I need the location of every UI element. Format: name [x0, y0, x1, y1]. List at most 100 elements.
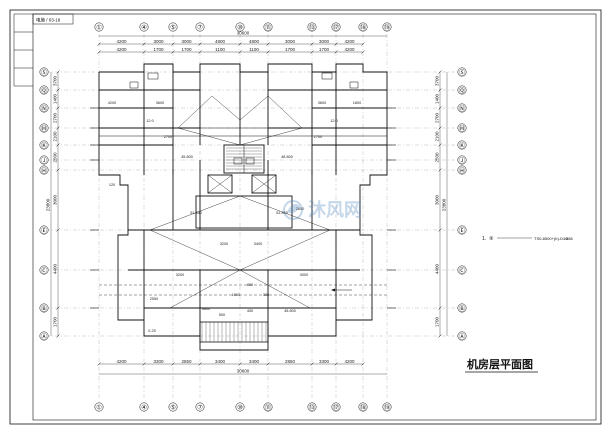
dim-right-tick — [438, 70, 442, 74]
dim-left-tick — [56, 228, 60, 232]
dim-top-2-tick — [142, 50, 146, 54]
dim-left-tick — [56, 70, 60, 74]
dim-right-label: 3700 — [435, 75, 440, 86]
dim-bottom-1-label: 3400 — [249, 359, 260, 364]
axis-bubble-bottom — [382, 402, 392, 412]
fixture-box — [233, 157, 243, 165]
watermark-text: 沐风网 — [308, 199, 362, 221]
axis-label-left: Ⓑ — [41, 304, 48, 312]
interior-label: 0.25 — [148, 329, 155, 333]
dim-top-1-label: 3000 — [319, 39, 330, 44]
axis-bubble-left — [39, 265, 49, 275]
dim-bottom-1-tick — [334, 362, 338, 366]
axis-bubble-top — [358, 22, 368, 32]
axis-bubble-bottom — [139, 402, 149, 412]
axis-bubble-left — [39, 225, 49, 235]
axis-bubble-right — [457, 103, 467, 113]
sheet-inner-border — [32, 13, 597, 421]
axis-bubble-top — [382, 22, 392, 32]
dim-top-1-tick — [97, 42, 101, 46]
slope-line — [149, 195, 241, 231]
dim-right-label: 4400 — [435, 263, 440, 274]
dim-top-2-tick — [171, 50, 175, 54]
slope-line — [177, 95, 213, 129]
axis-label-top: ⑱ — [360, 23, 367, 31]
axis-bubble-bottom — [94, 402, 104, 412]
axis-bubble-bottom — [168, 402, 178, 412]
dim-bottom-1-tick — [97, 362, 101, 366]
dim-left-label: 3000 — [53, 194, 58, 205]
axis-bubble-left — [39, 331, 49, 341]
interior-label: 800 — [247, 283, 253, 287]
dim-top-1-label: 3000 — [181, 39, 192, 44]
axis-label-bottom: ⑲ — [384, 403, 391, 411]
watermark: 沐风网 — [283, 199, 362, 221]
interior-label: 3800 — [202, 307, 210, 311]
note-marker: 1. — [482, 236, 486, 242]
dim-left-label: 2100 — [53, 131, 58, 142]
axis-label-top: ⑲ — [384, 23, 391, 31]
axis-label-left: Ⓝ — [41, 104, 48, 112]
axis-bubble-top — [235, 22, 245, 32]
dim-top-2-tick — [310, 50, 314, 54]
dim-bottom-1-label: 4200 — [344, 359, 355, 364]
dim-top-2-tick — [97, 50, 101, 54]
sheet-outer-border — [9, 9, 602, 425]
axis-bubble-right — [457, 123, 467, 133]
axis-label-top: ⑩ — [237, 23, 243, 31]
axis-label-top: ⑪ — [265, 23, 272, 31]
dim-bottom-1-label: 3300 — [153, 359, 164, 364]
axis-label-left: Ⓢ — [41, 68, 48, 76]
dim-right-tick — [438, 334, 442, 338]
axis-label-right: Ⓐ — [459, 332, 466, 340]
axis-label-top: ⑬ — [309, 23, 316, 31]
axis-bubble-top — [263, 22, 273, 32]
interior-label: 3000 — [300, 273, 308, 277]
axis-label-left: Ⓜ — [41, 124, 48, 132]
axis-label-left: Ⓔ — [41, 226, 48, 234]
dim-bottom-1-tick — [310, 362, 314, 366]
dim-bottom-1-label: 4200 — [116, 359, 127, 364]
axis-bubble-bottom — [263, 402, 273, 412]
dim-right-label: 1400 — [435, 93, 440, 104]
dim-bottom-1-label: 3400 — [215, 359, 226, 364]
dim-top-2-tick — [238, 50, 242, 54]
axis-bubble-right — [457, 155, 467, 165]
slope-line — [169, 269, 241, 309]
axis-bubble-left — [39, 303, 49, 313]
fixture-box — [321, 72, 333, 80]
dim-bottom-total: 30600 — [237, 369, 250, 374]
dim-right-label: 3000 — [435, 194, 440, 205]
dim-right-tick — [438, 168, 442, 172]
dim-top-2-tick — [266, 50, 270, 54]
axis-bubble-right — [457, 225, 467, 235]
dim-top-2-label: 1700 — [181, 47, 192, 52]
axis-bubble-top — [307, 22, 317, 32]
axis-label-right: Ⓑ — [459, 304, 466, 312]
axis-label-bottom: ⑬ — [309, 403, 316, 411]
dim-top-1-tick — [238, 42, 242, 46]
dim-top-2-tick — [361, 50, 365, 54]
dim-left-label: 1700 — [53, 316, 58, 327]
axis-label-top: ⑦ — [197, 23, 203, 31]
dim-top-2-label: 4200 — [344, 47, 355, 52]
interior-label: 400 — [247, 309, 253, 313]
axis-label-bottom: ⑦ — [197, 403, 203, 411]
dim-left-label: 4400 — [53, 263, 58, 274]
axis-label-top: ⑤ — [170, 23, 176, 31]
slope-line — [239, 269, 311, 309]
interior-label: 500 — [219, 313, 225, 317]
dim-top-1-label: 4200 — [116, 39, 127, 44]
axis-bubble-left — [39, 67, 49, 77]
dim-top-2-label: 1700 — [319, 47, 330, 52]
exterior-wall-outline — [98, 63, 388, 351]
dim-top-1-tick — [310, 42, 314, 46]
dim-left-label: 2500 — [53, 152, 58, 163]
dim-left-tick — [56, 126, 60, 130]
watermark-logo-leaf — [287, 204, 300, 214]
dim-top-1-label: 3000 — [153, 39, 164, 44]
dim-top-1-label: 4800 — [249, 39, 260, 44]
